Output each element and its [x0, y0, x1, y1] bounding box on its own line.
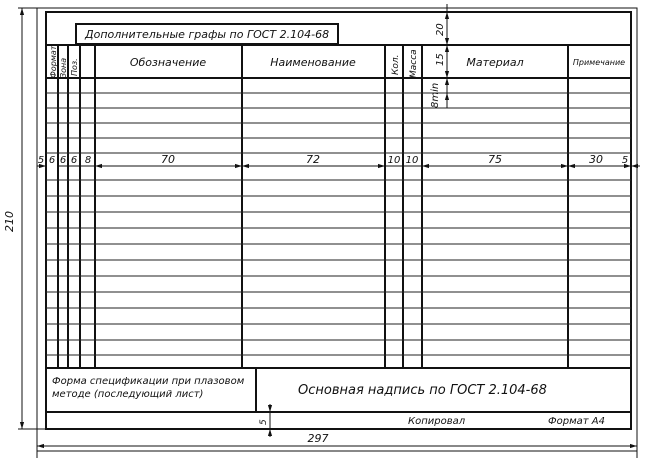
dim-5-left: 5: [38, 155, 44, 166]
dim-8min: 8min: [430, 83, 441, 108]
sheet-outline: [36, 7, 638, 452]
col-zone-label: Зона: [59, 58, 68, 78]
dim-20: 20: [435, 23, 446, 36]
col-mass-label: Масса: [409, 49, 419, 78]
dim-10b: 10: [406, 155, 419, 166]
dim-70: 70: [161, 153, 175, 166]
form-note-line2: методе (последующий лист): [52, 389, 203, 400]
dim-5-right: 5: [622, 155, 628, 166]
column-separators: [57, 45, 569, 368]
dim-5-bottom: 5: [259, 419, 269, 425]
form-note-line1: Форма спецификации при плазовом: [52, 376, 245, 387]
copied-label: Копировал: [408, 416, 466, 427]
dim-15: 15: [435, 53, 446, 66]
dim-30: 30: [589, 153, 603, 166]
col-note-label: Примечание: [573, 58, 625, 67]
dim-8: 8: [85, 155, 91, 166]
sheet-height-dimension: [18, 7, 46, 430]
dim-210: 210: [3, 211, 16, 232]
col-pos-label: Поз.: [70, 58, 79, 76]
drawing-frame: [45, 11, 632, 430]
dim-6b: 6: [60, 155, 66, 166]
col-material-label: Материал: [466, 56, 523, 69]
sheet-width-dimension: [36, 443, 638, 458]
table-rows: [46, 92, 631, 356]
header-box-title: Дополнительные графы по ГОСТ 2.104-68: [84, 28, 329, 41]
dim-75: 75: [488, 153, 502, 166]
dim-72: 72: [306, 153, 320, 166]
col-designation-label: Обозначение: [130, 56, 207, 69]
col-format-label: Формат: [49, 45, 58, 78]
col-name-label: Наименование: [270, 56, 356, 69]
main-stamp-label: Основная надпись по ГОСТ 2.104-68: [298, 383, 547, 398]
dim-6a: 6: [49, 155, 55, 166]
col-qty-label: Кол.: [391, 54, 401, 75]
dim-10a: 10: [388, 155, 401, 166]
dim-6c: 6: [71, 155, 77, 166]
format-label: Формат А4: [548, 416, 605, 427]
dim-297: 297: [308, 432, 329, 445]
